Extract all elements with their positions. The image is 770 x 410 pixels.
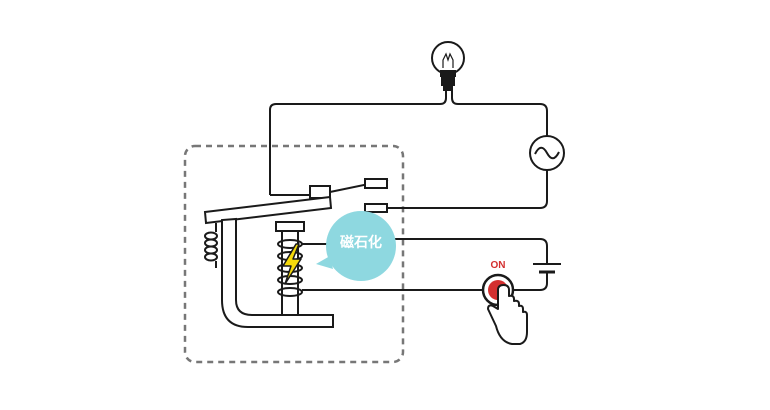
lightning-icon [282,243,302,285]
dc-circuit-wires [302,238,548,291]
light-bulb-icon [431,41,465,91]
spring-icon [204,223,218,268]
ac-circuit-wires [269,90,548,209]
relay-armature [203,195,333,225]
ac-source-icon [529,135,565,171]
relay-yoke [221,217,334,328]
relay-contacts [309,178,389,213]
switch-on-label: ON [490,260,506,271]
magnetize-callout [316,211,396,281]
relay-dashed-frame [183,144,405,364]
callout-label: 磁石化 [340,235,382,251]
battery-icon [533,263,561,274]
pointing-hand-icon [487,284,528,345]
